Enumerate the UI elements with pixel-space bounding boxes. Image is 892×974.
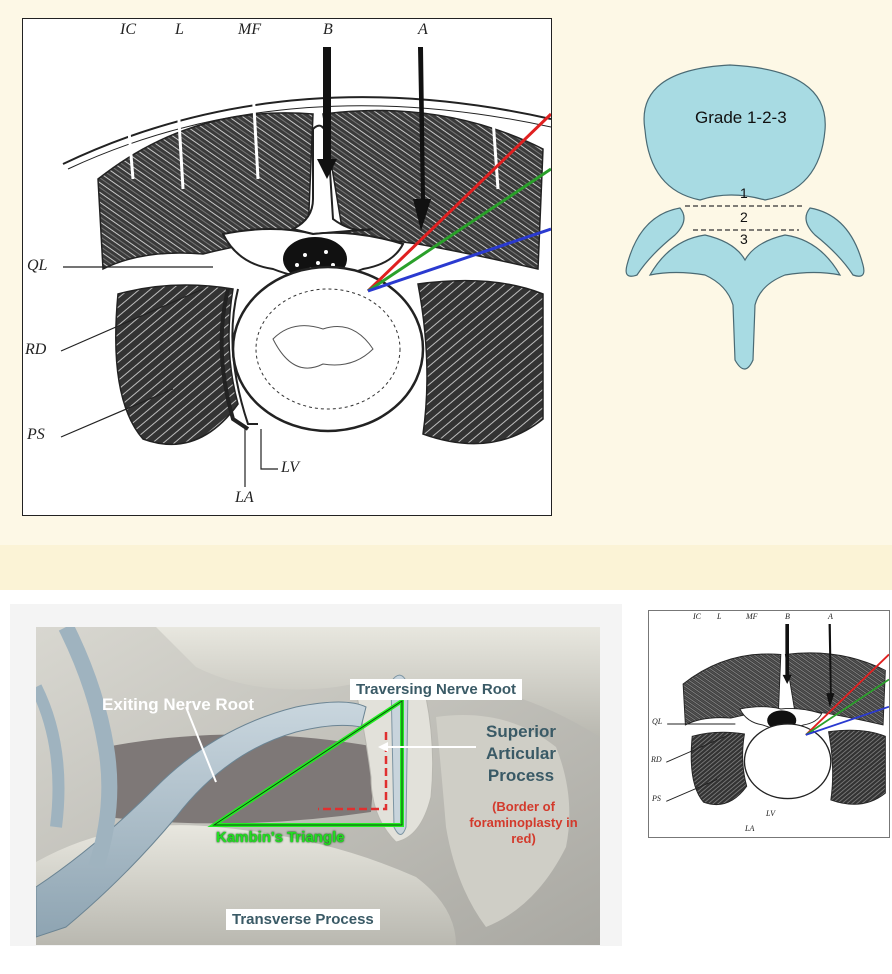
vertebral-body xyxy=(233,267,423,431)
thumb-label-la: LA xyxy=(745,824,754,833)
label-rd: RD xyxy=(25,341,46,359)
anatomy-cross-section: IC L MF B A QL RD PS LV LA xyxy=(22,18,552,516)
label-mf: MF xyxy=(238,21,261,39)
thumb-label-l: L xyxy=(717,612,721,621)
label-superior-articular-process: Superior Articular Process xyxy=(451,721,591,787)
label-foraminoplasty-note: (Border of foraminoplasty in red) xyxy=(461,799,586,847)
grade-zone-1: 1 xyxy=(740,185,748,201)
label-ps: PS xyxy=(27,426,45,444)
anatomy-drawing xyxy=(23,19,551,515)
thumb-label-mf: MF xyxy=(746,612,758,621)
label-kambins-triangle: Kambin's Triangle xyxy=(216,829,345,846)
thumb-label-b: B xyxy=(785,612,790,621)
grade-zone-2: 2 xyxy=(740,209,748,225)
psoas-muscle-right xyxy=(418,281,543,444)
thumb-label-ql: QL xyxy=(652,717,662,726)
label-b: B xyxy=(323,21,333,39)
thumb-label-ic: IC xyxy=(693,612,701,621)
psoas-muscle-left xyxy=(116,285,238,444)
thumb-label-ps: PS xyxy=(652,794,661,803)
label-ic: IC xyxy=(120,21,136,39)
thumb-label-lv: LV xyxy=(766,809,775,818)
label-transverse-process: Transverse Process xyxy=(226,909,380,930)
label-exiting-nerve-root: Exiting Nerve Root xyxy=(96,693,260,717)
label-ql: QL xyxy=(27,257,47,275)
label-la: LA xyxy=(235,489,254,507)
vertebral-body-shape xyxy=(644,65,825,200)
lamina-shape xyxy=(650,235,840,369)
kambin-triangle-render: Exiting Nerve Root Traversing Nerve Root… xyxy=(36,627,600,945)
label-traversing-nerve-root: Traversing Nerve Root xyxy=(350,679,522,700)
thumb-label-a: A xyxy=(828,612,833,621)
divider-band xyxy=(0,545,892,590)
grade-diagram: Grade 1-2-3 1 2 3 xyxy=(615,60,875,380)
grade-title: Grade 1-2-3 xyxy=(695,108,787,128)
label-a: A xyxy=(418,21,428,39)
grade-zone-3: 3 xyxy=(740,231,748,247)
label-lv: LV xyxy=(281,459,299,477)
thumb-label-rd: RD xyxy=(651,755,662,764)
anatomy-thumbnail: IC L MF B A QL RD PS LV LA xyxy=(648,610,890,838)
label-l: L xyxy=(175,21,184,39)
